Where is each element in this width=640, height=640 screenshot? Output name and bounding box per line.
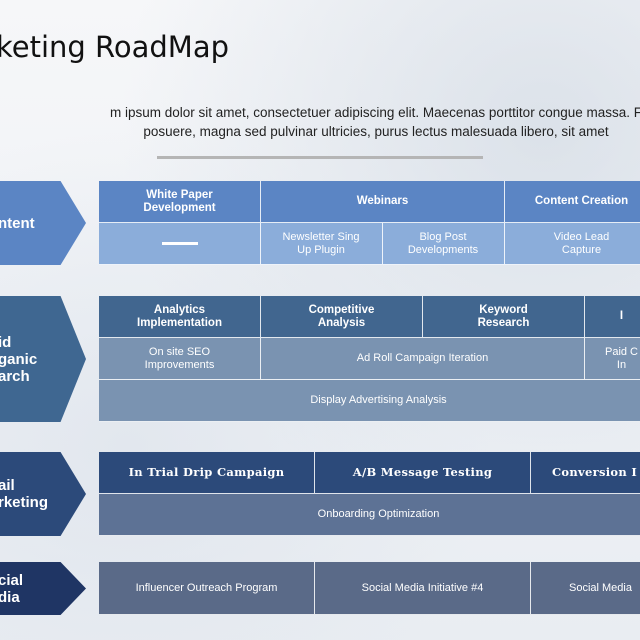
cell-content-creation: Content Creation: [505, 181, 640, 223]
cell-social-truncated: Social Media: [531, 562, 640, 615]
subtitle-line-1: m ipsum dolor sit amet, consectetuer adi…: [110, 105, 640, 120]
cell-influencer: Influencer Outreach Program: [99, 562, 315, 615]
cell-display-ads: Display Advertising Analysis: [99, 380, 640, 422]
dash-marker: [161, 242, 198, 245]
cell-keyword: Keyword Research: [423, 296, 585, 338]
cell-onboarding: Onboarding Optimization: [99, 494, 640, 536]
chevron-search-label: id ganic arch: [0, 333, 38, 385]
title-divider: [157, 156, 483, 159]
cell-video-lead: Video Lead Capture: [505, 223, 640, 265]
chevron-email-label: ail rketing: [0, 477, 49, 511]
cell-ab-testing: A/B Message Testing: [315, 452, 531, 494]
webinar-subcells: Newsletter Sing Up Plugin Blog Post Deve…: [261, 223, 505, 265]
cell-white-paper: White Paper Development: [99, 181, 261, 223]
cell-conversion: Conversion I: [531, 452, 640, 494]
cell-trial-drip: In Trial Drip Campaign: [99, 452, 315, 494]
email-roadmap-grid: In Trial Drip Campaign A/B Message Testi…: [99, 452, 640, 536]
page-title: keting RoadMap: [0, 30, 230, 64]
cell-truncated-head: I: [585, 296, 640, 338]
chevron-social-label: cial dia: [0, 571, 24, 606]
cell-newsletter: Newsletter Sing Up Plugin: [261, 223, 383, 265]
page-subtitle: m ipsum dolor sit amet, consectetuer adi…: [0, 103, 640, 141]
cell-webinars: Webinars: [261, 181, 505, 223]
cell-ad-roll: Ad Roll Campaign Iteration: [261, 338, 585, 380]
cell-onsite-seo: On site SEO Improvements: [99, 338, 261, 380]
cell-competitive: Competitive Analysis: [261, 296, 423, 338]
content-roadmap-grid: White Paper Development Webinars Content…: [99, 181, 640, 265]
search-roadmap-grid: Analytics Implementation Competitive Ana…: [99, 296, 640, 422]
chevron-content-label: ntent: [0, 214, 35, 232]
social-roadmap-grid: Influencer Outreach Program Social Media…: [99, 562, 640, 615]
cell-initiative4: Social Media Initiative #4: [315, 562, 531, 615]
cell-empty-dash: [99, 223, 261, 265]
subtitle-line-2: posuere, magna sed pulvinar ultricies, p…: [143, 124, 609, 139]
cell-blog-post: Blog Post Developments: [382, 223, 504, 265]
cell-analytics: Analytics Implementation: [99, 296, 261, 338]
cell-paid-truncated: Paid C In: [585, 338, 640, 380]
